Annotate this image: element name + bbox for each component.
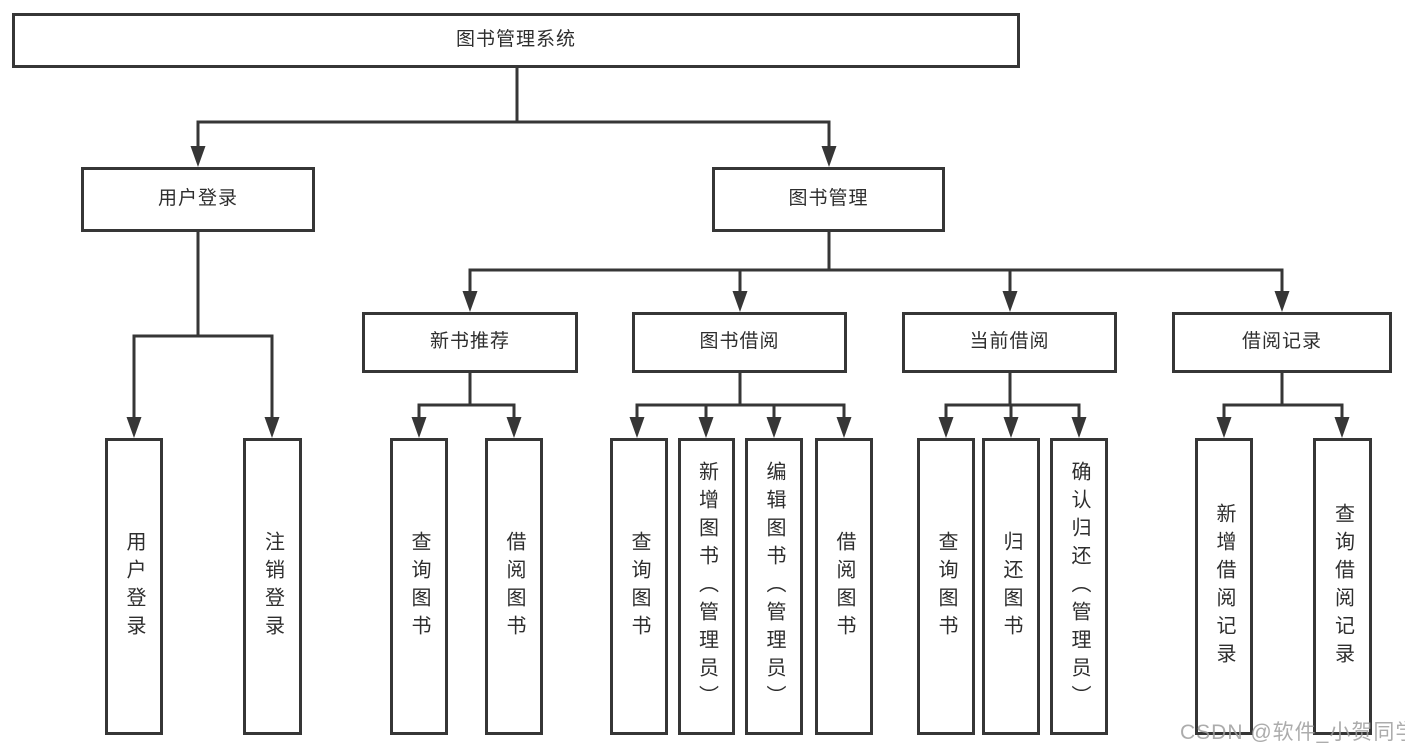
node-label: 借阅记录 <box>1241 331 1322 353</box>
leaf-label: 借阅图书 <box>503 530 525 643</box>
leaf-newbook-query-books: 查询图书 <box>390 438 448 735</box>
leaf-label: 归还图书 <box>1000 530 1022 643</box>
leaf-borrowing-query-books: 查询图书 <box>610 438 668 735</box>
csdn-watermark: CSDN @软件_小贺同学 <box>1180 721 1405 744</box>
leaf-label: 用户登录 <box>123 530 145 643</box>
node-book-management-module: 图书管理 <box>712 167 945 232</box>
leaf-label: 新增图书（管理员） <box>695 460 718 713</box>
leaf-label: 注销登录 <box>261 530 284 643</box>
node-current-borrowing: 当前借阅 <box>902 312 1117 373</box>
leaf-label: 查询图书 <box>408 530 430 643</box>
leaf-current-query-books: 查询图书 <box>917 438 975 735</box>
node-new-book-recommendation: 新书推荐 <box>362 312 578 373</box>
leaf-newbook-borrow-books: 借阅图书 <box>485 438 543 735</box>
node-library-management-system: 图书管理系统 <box>12 13 1020 68</box>
node-label: 用户登录 <box>157 188 238 210</box>
leaf-user-login: 用户登录 <box>105 438 163 735</box>
node-book-borrowing: 图书借阅 <box>632 312 847 373</box>
node-label: 新书推荐 <box>429 331 510 353</box>
leaf-label: 查询借阅记录 <box>1331 502 1354 671</box>
leaf-borrowing-add-books-admin: 新增图书（管理员） <box>678 438 735 735</box>
leaf-borrowing-borrow-books: 借阅图书 <box>815 438 873 735</box>
leaf-label: 编辑图书（管理员） <box>763 460 785 713</box>
node-label: 当前借阅 <box>969 331 1050 353</box>
node-user-login-module: 用户登录 <box>81 167 315 232</box>
leaf-logout-login: 注销登录 <box>243 438 302 735</box>
leaf-label: 借阅图书 <box>833 530 855 643</box>
leaf-label: 确认归还（管理员） <box>1068 460 1090 713</box>
leaf-borrowing-edit-books-admin: 编辑图书（管理员） <box>745 438 803 735</box>
node-label: 图书借阅 <box>699 331 780 353</box>
leaf-label: 新增借阅记录 <box>1213 502 1235 671</box>
node-label: 图书管理 <box>788 188 869 210</box>
leaf-current-return-books: 归还图书 <box>982 438 1040 735</box>
leaf-records-add-borrow-record: 新增借阅记录 <box>1195 438 1253 735</box>
leaf-records-query-borrow-record: 查询借阅记录 <box>1313 438 1372 735</box>
leaf-label: 查询图书 <box>935 530 957 643</box>
leaf-label: 查询图书 <box>628 530 650 643</box>
leaf-current-confirm-return-admin: 确认归还（管理员） <box>1050 438 1108 735</box>
node-label: 图书管理系统 <box>455 29 576 51</box>
node-borrowing-records: 借阅记录 <box>1172 312 1392 373</box>
